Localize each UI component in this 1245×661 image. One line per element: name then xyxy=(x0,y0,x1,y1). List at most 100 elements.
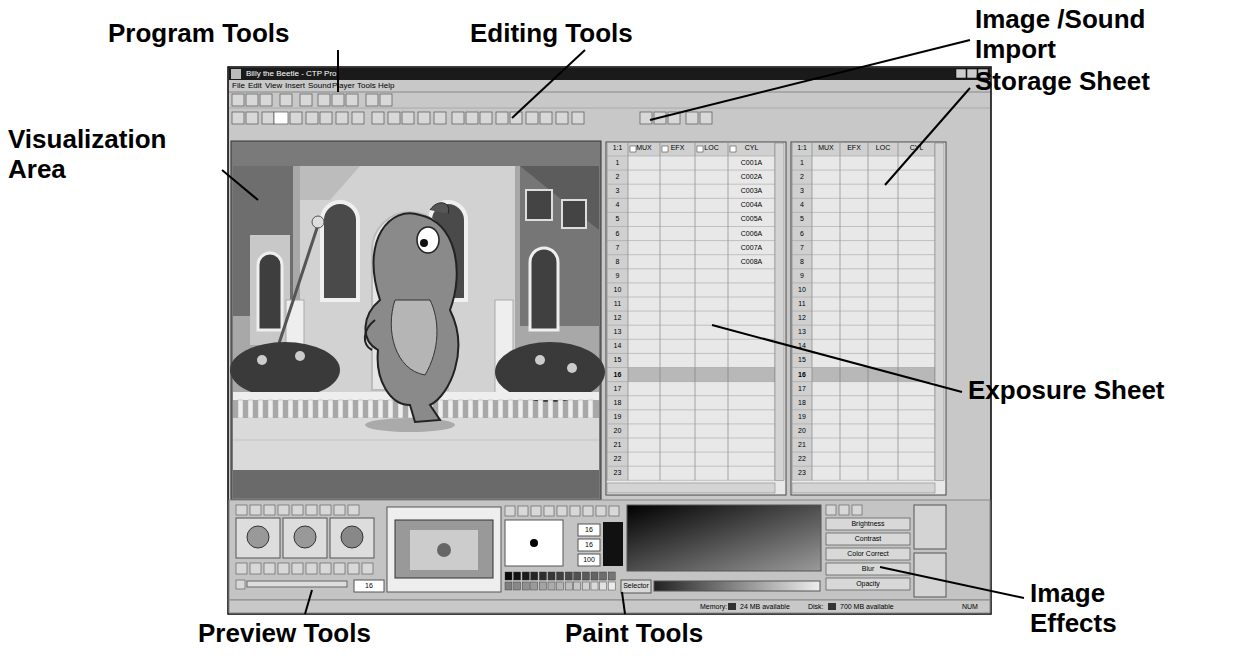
palette-swatch xyxy=(557,572,564,580)
toolbar-button xyxy=(466,112,478,124)
row-number: 22 xyxy=(792,455,812,463)
ui-stroke xyxy=(607,198,775,199)
cell-name: C005A xyxy=(728,215,775,223)
preview-button xyxy=(306,505,317,515)
baluster xyxy=(448,400,453,418)
toolbar-button xyxy=(336,112,348,124)
transport-button xyxy=(320,563,331,574)
preview-button xyxy=(348,505,359,515)
palette-swatch xyxy=(505,572,512,580)
toolbar-button xyxy=(572,112,584,124)
palette-swatch xyxy=(574,582,581,590)
row-number: 20 xyxy=(792,427,812,435)
baluster xyxy=(298,400,303,418)
ui-stroke xyxy=(607,170,775,171)
toolbar-button xyxy=(496,112,508,124)
preview-button xyxy=(320,505,331,515)
ui-stroke xyxy=(607,395,775,396)
palette-swatch xyxy=(514,582,521,590)
transport-button xyxy=(236,563,247,574)
toolbar-button xyxy=(452,112,464,124)
baluster xyxy=(278,400,283,418)
ui-stroke xyxy=(792,339,935,340)
toolbar-button xyxy=(352,112,364,124)
baluster xyxy=(488,400,493,418)
toolbar-button xyxy=(418,112,430,124)
ui-stroke xyxy=(607,254,775,255)
baluster xyxy=(558,400,563,418)
field-value: 16 xyxy=(578,526,600,534)
baluster xyxy=(358,400,363,418)
row-number: 1 xyxy=(792,159,812,167)
baluster xyxy=(378,400,383,418)
column-header: EFX xyxy=(840,144,868,152)
column-header: MUX xyxy=(628,144,660,152)
effect-button xyxy=(826,518,910,530)
toolbar-button xyxy=(402,112,414,124)
palette-swatch xyxy=(557,582,564,590)
row-number: 19 xyxy=(607,413,628,421)
row-number: 3 xyxy=(607,187,628,195)
ui-stroke xyxy=(792,268,935,269)
preview-button xyxy=(292,505,303,515)
callout-label: Image /Sound Import xyxy=(975,4,1225,65)
ui-stroke xyxy=(792,198,935,199)
row-number: 3 xyxy=(792,187,812,195)
ui-stroke xyxy=(792,170,935,171)
palette-swatch xyxy=(565,582,572,590)
field-value: 16 xyxy=(578,541,600,549)
row-number: 13 xyxy=(792,328,812,336)
baluster xyxy=(338,400,343,418)
cell-name: C003A xyxy=(728,187,775,195)
toolbar-button xyxy=(246,94,258,106)
baluster xyxy=(578,400,583,418)
callout-label: Paint Tools xyxy=(565,618,703,648)
baluster xyxy=(538,400,543,418)
baluster xyxy=(508,400,513,418)
scrollbar xyxy=(792,483,935,493)
checkbox xyxy=(630,146,636,152)
row-number: 18 xyxy=(607,399,628,407)
row-number: 19 xyxy=(792,413,812,421)
ui-stroke xyxy=(792,240,935,241)
toolbar-button xyxy=(260,94,272,106)
ui-stroke xyxy=(607,466,775,467)
toolbar-button xyxy=(372,112,384,124)
column-header: LOC xyxy=(868,144,898,152)
callout-label: Exposure Sheet xyxy=(968,375,1165,405)
transport-button xyxy=(334,563,345,574)
palette-swatch xyxy=(565,572,572,580)
effect-button xyxy=(826,548,910,560)
baluster xyxy=(568,400,573,418)
palette-swatch xyxy=(514,572,521,580)
row-number: 18 xyxy=(792,399,812,407)
ui-stroke xyxy=(607,268,775,269)
header-row xyxy=(607,143,775,156)
paint-tool-button xyxy=(531,506,541,516)
paint-tool-button xyxy=(557,506,567,516)
ui-stroke xyxy=(792,409,935,410)
row-number: 14 xyxy=(607,342,628,350)
ui-stroke xyxy=(607,381,775,382)
ui-stroke xyxy=(607,325,775,326)
scrollbar xyxy=(775,143,784,480)
baluster xyxy=(288,400,293,418)
baluster xyxy=(588,400,593,418)
effect-button: Brightness xyxy=(826,520,910,528)
dropdown xyxy=(274,112,288,124)
ui-stroke xyxy=(792,325,935,326)
ui-stroke xyxy=(607,184,775,185)
ui-stroke xyxy=(792,254,935,255)
row-number: 23 xyxy=(792,469,812,477)
play-button xyxy=(236,580,245,589)
effect-tool-button xyxy=(826,505,836,515)
row-number: 16 xyxy=(792,371,812,379)
column-header: EFX xyxy=(660,144,695,152)
ui-stroke xyxy=(728,143,729,480)
palette-swatch xyxy=(522,572,529,580)
baluster xyxy=(318,400,323,418)
column-header: CYL xyxy=(898,144,935,152)
baluster xyxy=(468,400,473,418)
ui-stroke xyxy=(607,452,775,453)
